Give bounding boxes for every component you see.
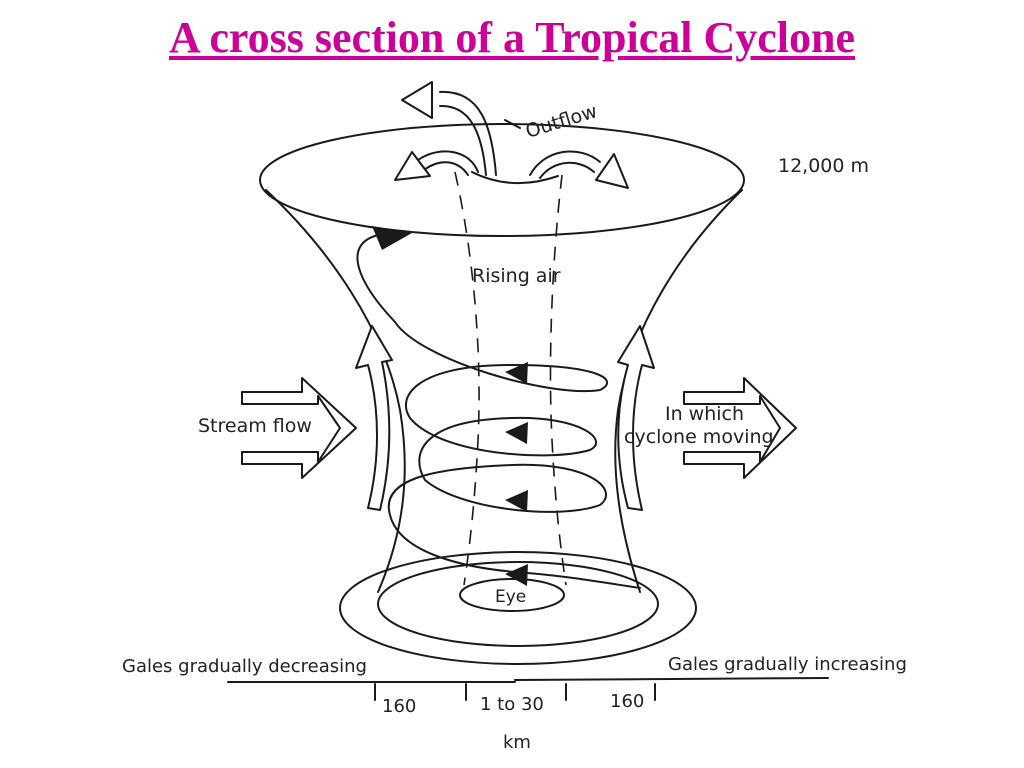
direction-label-line2: cyclone moving xyxy=(624,426,774,448)
direction-arrow xyxy=(683,377,797,479)
outflow-curve-top xyxy=(439,90,497,176)
height-label: 12,000 m xyxy=(778,155,869,177)
ground-line-right xyxy=(514,677,829,681)
eye-ellipse xyxy=(459,578,565,612)
outflow-curve-right xyxy=(529,150,601,176)
funnel-top-rim xyxy=(259,123,745,237)
scale-left-label: 160 xyxy=(382,696,416,717)
stream-flow-arrows xyxy=(241,377,357,479)
scale-right-label: 160 xyxy=(610,691,644,712)
direction-arrows xyxy=(683,377,797,479)
eye-column-left-edge xyxy=(454,171,480,586)
side-rising-arrows xyxy=(355,325,655,511)
spiral-arrowhead-4 xyxy=(505,564,528,586)
stream-flow-label: Stream flow xyxy=(198,415,312,437)
cyclone-funnel xyxy=(259,123,745,593)
outflow-arrowhead-left xyxy=(394,151,431,181)
spiral-arrowhead-3 xyxy=(505,490,528,512)
eye-column-top-opening xyxy=(471,171,559,185)
spiral-arrowhead-top xyxy=(372,226,412,250)
scale-unit-label: km xyxy=(503,732,531,753)
left-rising-arrow xyxy=(355,325,393,511)
base-inner-ring xyxy=(377,561,659,647)
outflow-curve-right-inner xyxy=(539,161,595,179)
eye-column xyxy=(454,171,567,586)
spiral-path xyxy=(356,234,641,589)
outflow-curve-left-inner xyxy=(423,161,469,176)
direction-label-line1: In which xyxy=(665,403,744,425)
outflow-arrowhead-right xyxy=(595,153,629,189)
outflow-curve-left xyxy=(417,150,479,173)
rising-air-label: Rising air xyxy=(472,265,561,287)
outflow-label-tick xyxy=(504,119,521,129)
spiral-arrowhead-1 xyxy=(505,362,528,384)
base-outer-ring xyxy=(339,551,697,665)
outflow-label: Outflow xyxy=(523,100,600,143)
gales-decreasing-label: Gales gradually decreasing xyxy=(122,656,367,677)
eye-column-right-edge xyxy=(549,174,567,586)
rising-air-spiral xyxy=(356,226,641,589)
eye-label: Eye xyxy=(495,587,526,607)
scale-bar xyxy=(227,677,829,701)
spiral-arrowhead-2 xyxy=(505,422,528,444)
scale-center-label: 1 to 30 xyxy=(480,694,544,715)
slide-title: A cross section of a Tropical Cyclone xyxy=(168,13,856,62)
right-rising-arrow xyxy=(617,325,655,511)
outflow-arrowhead-top xyxy=(401,81,433,119)
gales-increasing-label: Gales gradually increasing xyxy=(668,654,907,675)
stream-flow-arrow xyxy=(241,377,357,479)
cyclone-base xyxy=(339,551,697,665)
outflow-curve-top-inner xyxy=(439,104,487,176)
outflow-arrows xyxy=(394,81,629,189)
funnel-left-wall xyxy=(265,189,406,593)
